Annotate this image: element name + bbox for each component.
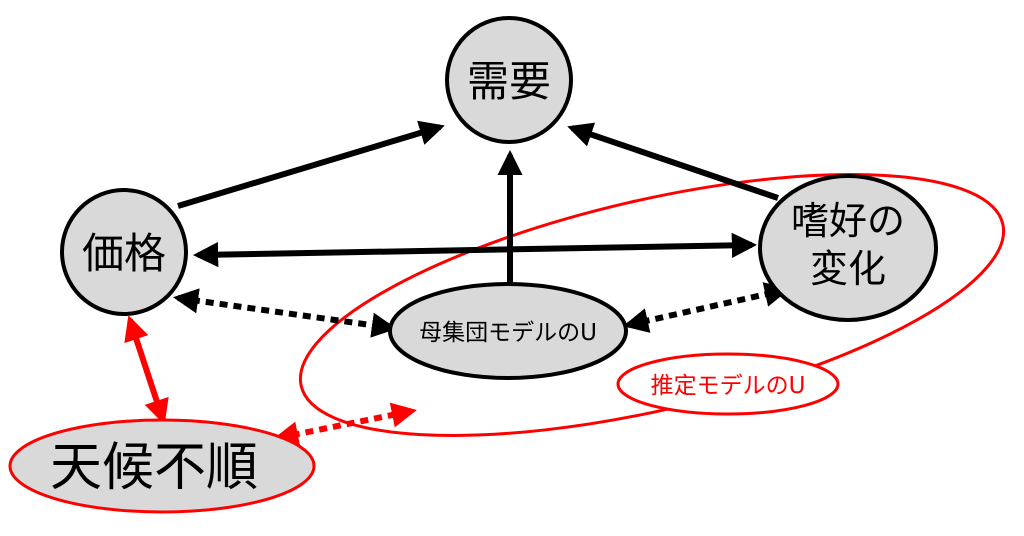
- arrow-price-population-u-dotted: [173, 288, 397, 338]
- arrow-price-to-demand: [177, 120, 445, 209]
- arrow-population-u-taste-dotted: [623, 282, 790, 333]
- node-demand-label: 需要: [467, 57, 551, 106]
- node-weather: 天候不順: [8, 418, 316, 514]
- node-taste-label-line1: 嗜好の: [791, 199, 905, 243]
- arrow-price-weather-red: [124, 315, 169, 425]
- estimated-u-callout: 推定モデルのU: [616, 352, 840, 416]
- estimated-u-region: [298, 173, 1006, 437]
- node-price: 価格: [60, 188, 188, 316]
- node-taste-label-line2: 変化: [810, 247, 886, 291]
- node-price-label: 価格: [82, 229, 166, 278]
- node-population-u: 母集団モデルのU: [388, 282, 628, 380]
- node-weather-label: 天候不順: [50, 438, 258, 498]
- estimated-u-label: 推定モデルのU: [651, 373, 806, 399]
- arrow-taste-to-demand: [567, 122, 779, 201]
- arrow-price-taste-bidirectional: [192, 232, 758, 268]
- node-taste-change: 嗜好の 変化: [758, 174, 938, 322]
- arrow-weather-estimated-u-red-dotted: [273, 402, 417, 447]
- node-demand: 需要: [445, 16, 573, 144]
- node-population-u-label: 母集団モデルのU: [419, 320, 597, 346]
